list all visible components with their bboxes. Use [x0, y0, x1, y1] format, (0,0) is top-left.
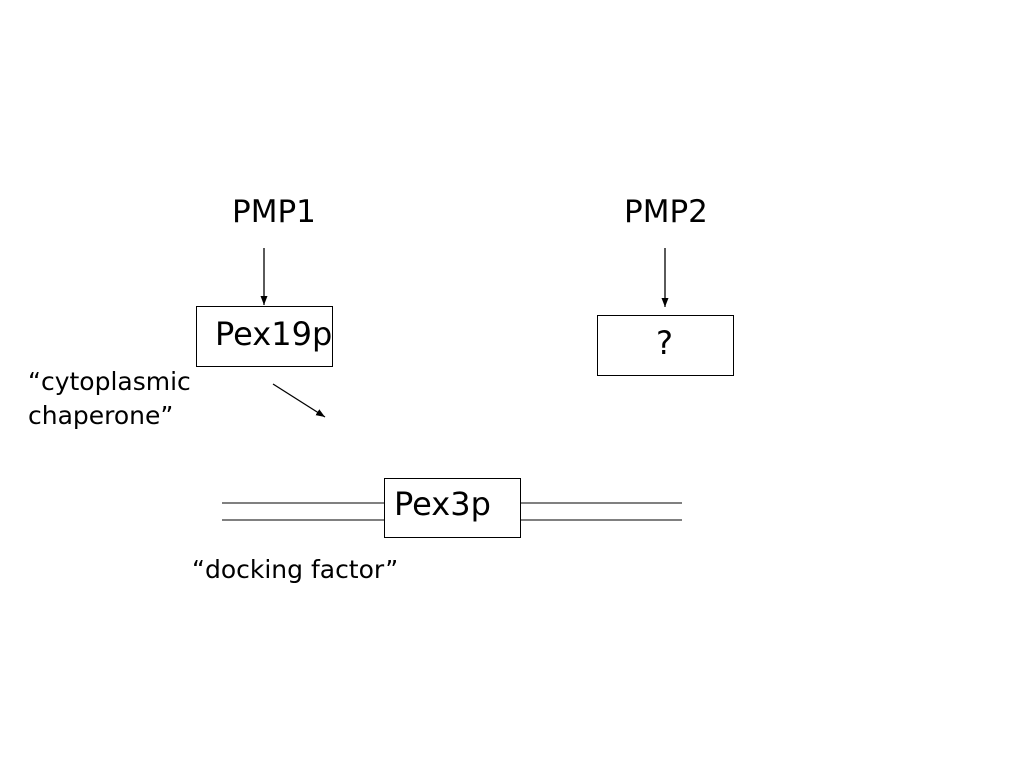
pex19p-label: Pex19p: [215, 315, 333, 353]
unknown-receptor-label: ?: [656, 324, 673, 362]
pex3p-label: Pex3p: [394, 485, 491, 523]
pmp2-label: PMP2: [624, 194, 708, 230]
chaperone-annotation-line2: chaperone”: [28, 401, 174, 430]
pex3p-box: Pex3p: [384, 478, 521, 538]
chaperone-annotation-line1: “cytoplasmic: [28, 367, 191, 396]
arrow-pex19p-to-pex3p: [272, 383, 326, 418]
pmp1-label: PMP1: [232, 194, 316, 230]
pex19p-box: Pex19p: [196, 306, 333, 367]
chaperone-annotation: “cytoplasmic chaperone”: [28, 365, 191, 433]
docking-factor-annotation: “docking factor”: [192, 555, 399, 584]
unknown-receptor-box: ?: [597, 315, 734, 376]
